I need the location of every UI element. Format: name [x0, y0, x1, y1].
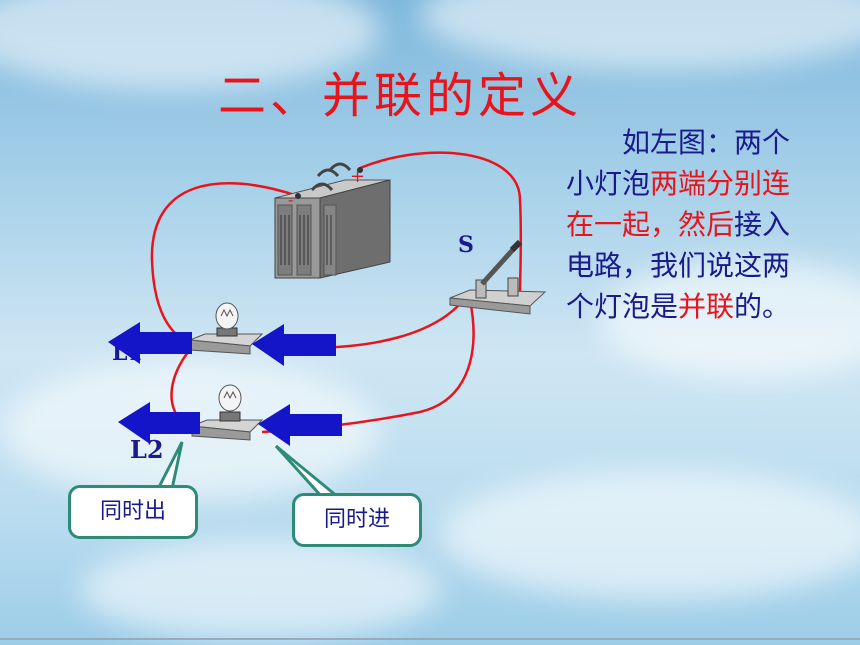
callout-tails — [156, 441, 339, 499]
paragraph-segment: 接入电路，我们说这两个灯泡是 — [566, 208, 791, 323]
cloud — [80, 540, 440, 640]
cloud — [600, 260, 860, 380]
arrow-in-1 — [252, 324, 336, 366]
callout-out: 同时出 — [68, 485, 198, 539]
paragraph-segment-highlight: 两端分别连在一起，然后 — [566, 167, 791, 241]
battery-plus-label: + — [350, 166, 365, 187]
paragraph-segment: 如左图：两个小灯泡 — [566, 126, 791, 200]
switch-label: S — [458, 232, 474, 258]
arrow-in-2 — [258, 404, 342, 446]
switch[interactable] — [449, 239, 547, 315]
arrow-out-1 — [108, 322, 192, 364]
paragraph-segment: 的。 — [734, 290, 791, 323]
bottom-divider — [0, 638, 860, 640]
battery — [274, 162, 391, 279]
callout-in: 同时进 — [292, 493, 422, 547]
cloud — [440, 470, 860, 600]
arrow-out-2 — [118, 402, 200, 444]
definition-paragraph: 如左图：两个小灯泡两端分别连在一起，然后接入电路，我们说这两个灯泡是并联的。 — [566, 122, 816, 327]
wire-battery-right — [359, 151, 523, 299]
lamp-1 — [189, 302, 264, 355]
battery-minus-label: - — [288, 190, 293, 209]
paragraph-segment-highlight: 并联 — [678, 290, 735, 323]
lamp-2 — [191, 384, 264, 441]
wire-battery-left — [150, 181, 299, 430]
current-arrows — [108, 322, 342, 446]
slide-title: 二、并联的定义 — [218, 68, 583, 124]
